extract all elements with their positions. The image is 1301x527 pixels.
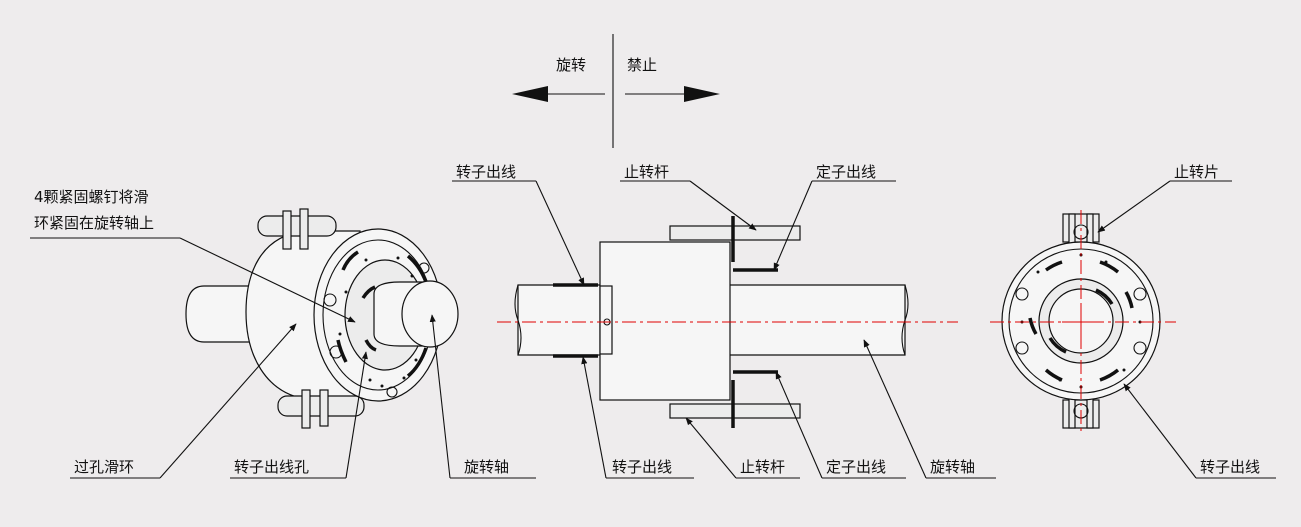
- slip-ring-3d-view: [185, 208, 459, 429]
- label-rotor-wire-top: 转子出线: [456, 163, 516, 181]
- leader-lines-right: [1097, 180, 1276, 479]
- label-stator-wire-bottom: 定子出线: [826, 458, 886, 476]
- stop-rod-bottom-3d: [277, 389, 365, 429]
- stop-rod-top-3d: [257, 208, 337, 250]
- direction-indicator: 旋转 禁止: [512, 34, 720, 148]
- leader-lines-middle: [452, 180, 996, 479]
- slip-ring-side-view: [514, 216, 909, 428]
- label-through-hole-ring: 过孔滑环: [74, 458, 134, 476]
- label-rotor-wire-right: 转子出线: [1200, 458, 1260, 476]
- direction-right-label: 禁止: [627, 56, 657, 74]
- label-rotating-shaft-middle: 旋转轴: [930, 458, 975, 476]
- label-stop-rod-bottom: 止转杆: [740, 458, 785, 476]
- label-rotor-wire-bottom: 转子出线: [612, 458, 672, 476]
- leader-lines-left: [30, 237, 536, 479]
- label-screws-line2: 环紧固在旋转轴上: [34, 214, 154, 232]
- center-lines: [497, 210, 1176, 434]
- direction-left-label: 旋转: [556, 56, 586, 74]
- arrow-right-icon: [684, 86, 720, 102]
- label-rotating-shaft-left: 旋转轴: [464, 458, 509, 476]
- label-stator-wire-top: 定子出线: [816, 163, 876, 181]
- label-stop-rod-top: 止转杆: [624, 163, 669, 181]
- label-stop-tab: 止转片: [1174, 163, 1219, 181]
- label-rotor-wire-hole: 转子出线孔: [234, 458, 309, 476]
- label-screws-line1: 4颗紧固螺钉将滑: [34, 188, 149, 206]
- arrow-left-icon: [512, 86, 548, 102]
